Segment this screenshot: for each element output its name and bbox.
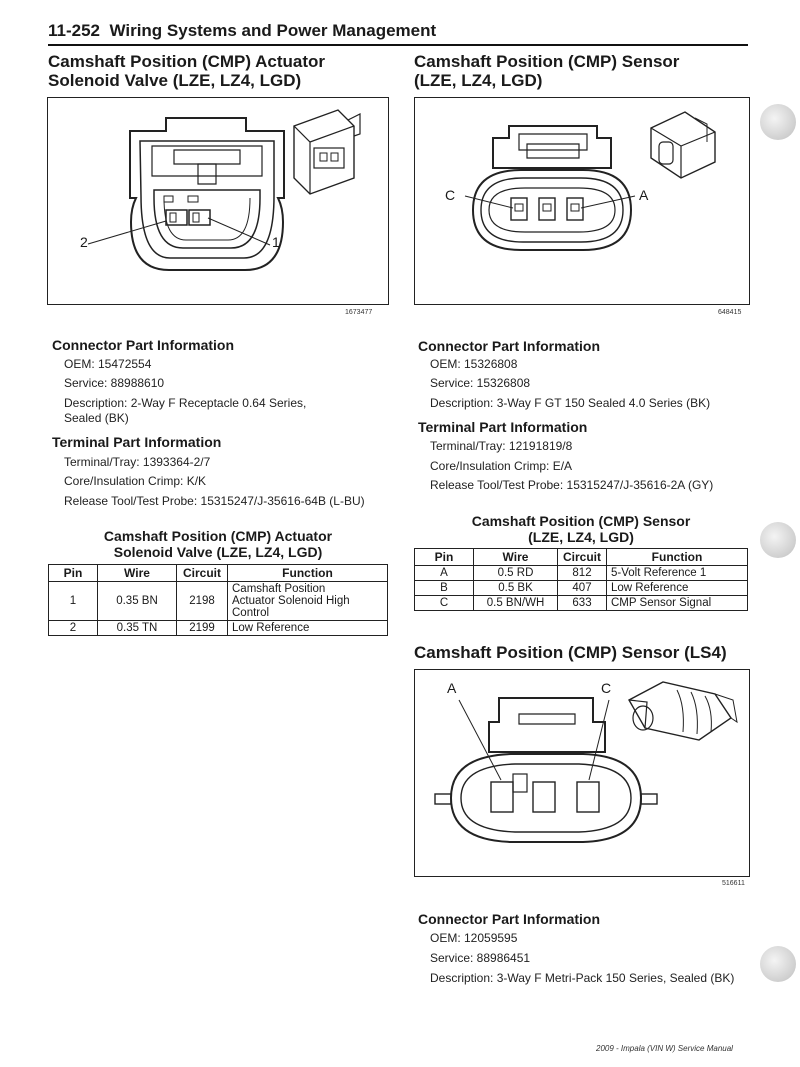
table-row: 2 0.35 TN 2199 Low Reference	[48, 620, 388, 636]
actuator-pinout-table: Pin Wire Circuit Function 1 0.35 BN 2198…	[48, 564, 388, 636]
col-pin: Pin	[48, 564, 98, 582]
connector-description: Description: 3-Way F Metri-Pack 150 Seri…	[430, 971, 735, 985]
binder-hole-icon	[760, 946, 796, 982]
terminal-tray: Terminal/Tray: 12191819/8	[430, 439, 573, 453]
callout-c: C	[601, 680, 612, 696]
col-function: Function	[606, 548, 748, 566]
callout-a: A	[639, 187, 649, 203]
page-number: 11-252	[48, 21, 100, 40]
release-tool: Release Tool/Test Probe: 15315247/J-3561…	[430, 478, 714, 492]
release-tool: Release Tool/Test Probe: 15315247/J-3561…	[64, 494, 365, 508]
actuator-connector-figure: 2 1	[47, 97, 389, 305]
ls4-connector-figure: A C	[414, 669, 750, 877]
callout-c: C	[445, 187, 456, 203]
sensor-connector-figure: C A	[414, 97, 750, 305]
section-title: Wiring Systems and Power Management	[109, 21, 437, 40]
core-insulation-crimp: Core/Insulation Crimp: K/K	[64, 474, 207, 488]
binder-hole-icon	[760, 522, 796, 558]
col-circuit: Circuit	[557, 548, 607, 566]
oem-number: OEM: 15326808	[430, 357, 518, 371]
oem-number: OEM: 12059595	[430, 931, 518, 945]
ls4-section-title: Camshaft Position (CMP) Sensor (LS4)	[414, 643, 727, 662]
col-wire: Wire	[473, 548, 558, 566]
connector-part-heading: Connector Part Information	[418, 911, 601, 927]
figure-id: 648415	[718, 309, 742, 316]
callout-a: A	[447, 680, 457, 696]
callout-2: 2	[80, 234, 88, 250]
service-number: Service: 15326808	[430, 376, 531, 390]
page-header: 11-252 Wiring Systems and Power Manageme…	[48, 20, 748, 46]
connector-part-heading: Connector Part Information	[418, 338, 601, 354]
actuator-connector-drawing	[87, 109, 361, 271]
terminal-part-heading: Terminal Part Information	[418, 419, 588, 435]
binder-hole-icon	[760, 104, 796, 140]
connector-description: Description: 3-Way F GT 150 Sealed 4.0 S…	[430, 396, 711, 410]
service-number: Service: 88986451	[430, 951, 531, 965]
table-row: 1 0.35 BN 2198 Camshaft Position Actuato…	[48, 581, 388, 621]
page-footer: 2009 - Impala (VIN W) Service Manual	[596, 1044, 733, 1053]
right-section-title: Camshaft Position (CMP) Sensor (LZE, LZ4…	[414, 52, 680, 90]
col-function: Function	[227, 564, 388, 582]
terminal-tray: Terminal/Tray: 1393364-2/7	[64, 455, 211, 469]
terminal-part-heading: Terminal Part Information	[52, 434, 222, 450]
connector-description: Description: 2-Way F Receptacle 0.64 Ser…	[64, 396, 307, 425]
figure-id: 516611	[722, 880, 745, 887]
left-section-title: Camshaft Position (CMP) Actuator Solenoi…	[48, 52, 326, 90]
service-number: Service: 88988610	[64, 376, 165, 390]
figure-id: 1673477	[345, 309, 373, 316]
col-circuit: Circuit	[176, 564, 228, 582]
sensor-table-title: Camshaft Position (CMP) Sensor (LZE, LZ4…	[471, 513, 691, 545]
col-wire: Wire	[97, 564, 177, 582]
callout-1: 1	[272, 234, 280, 250]
table-row: A 0.5 RD 812 5-Volt Reference 1	[414, 565, 748, 581]
table-row: C 0.5 BN/WH 633 CMP Sensor Signal	[414, 595, 748, 611]
connector-part-heading: Connector Part Information	[52, 337, 235, 353]
actuator-table-title: Camshaft Position (CMP) Actuator Solenoi…	[103, 528, 333, 560]
ls4-connector-drawing	[434, 681, 738, 843]
table-row: B 0.5 BK 407 Low Reference	[414, 580, 748, 596]
sensor-pinout-table: Pin Wire Circuit Function A 0.5 RD 812 5…	[414, 548, 748, 611]
oem-number: OEM: 15472554	[64, 357, 152, 371]
core-insulation-crimp: Core/Insulation Crimp: E/A	[430, 459, 573, 473]
sensor-connector-drawing	[464, 111, 716, 251]
col-pin: Pin	[414, 548, 474, 566]
